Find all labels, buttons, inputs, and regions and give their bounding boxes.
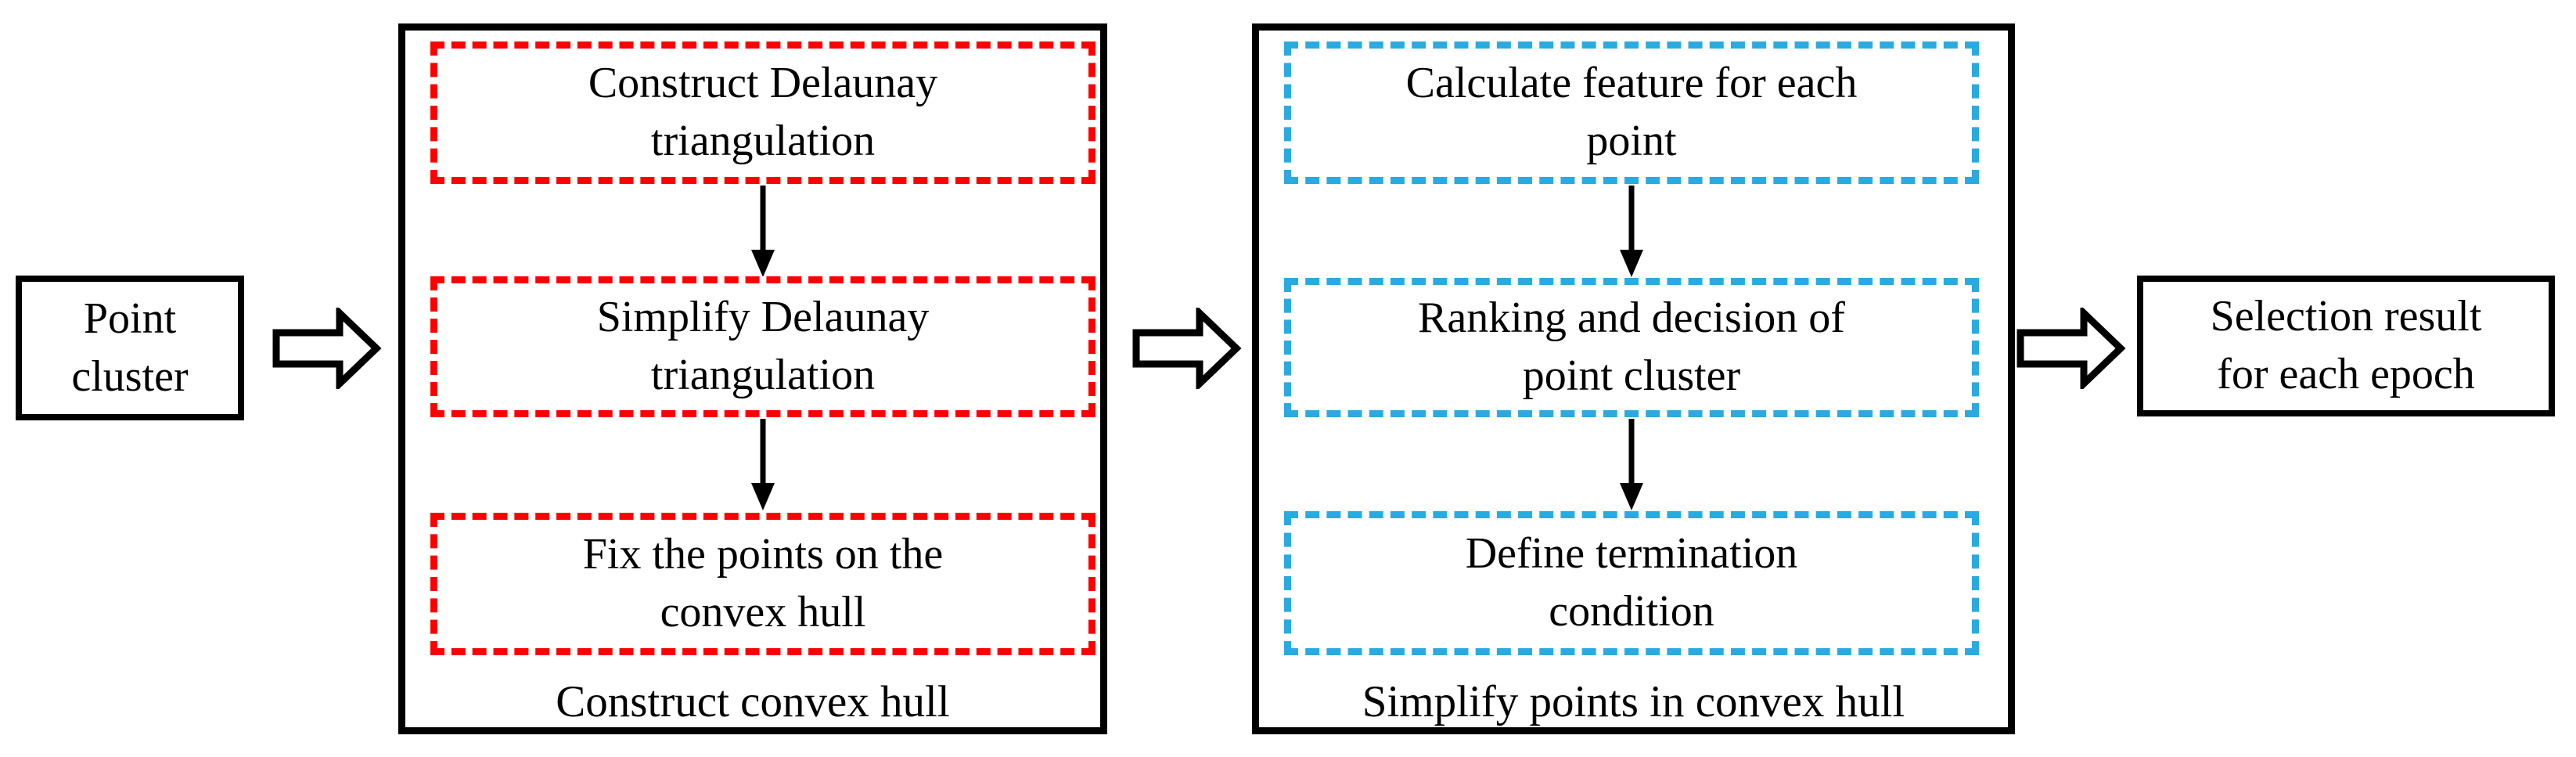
stage1-step3-label: Fix the points on the convex hull: [582, 530, 944, 636]
input-box: Point cluster: [16, 276, 244, 420]
down-arrow-icon: [1614, 186, 1649, 278]
stage1-step2-label: Simplify Delaunay triangulation: [596, 293, 930, 399]
flow-right-arrow-icon: [2017, 308, 2126, 389]
stage1-step1-label: Construct Delaunay triangulation: [588, 59, 938, 165]
stage2-step2-label: Ranking and decision of point cluster: [1418, 294, 1845, 400]
input-box-label: Point cluster: [71, 294, 189, 401]
flow-right-arrow-icon: [1132, 308, 1242, 389]
stage2-step2-box: Ranking and decision of point cluster: [1284, 278, 1979, 417]
flow-right-arrow-icon: [272, 308, 382, 389]
down-arrow-icon: [746, 419, 780, 511]
stage2-step3-box: Define termination condition: [1284, 511, 1979, 655]
stage1-step1-box: Construct Delaunay triangulation: [430, 41, 1096, 184]
output-box: Selection result for each epoch: [2137, 276, 2555, 416]
stage1-step3-box: Fix the points on the convex hull: [430, 513, 1096, 655]
stage1-title: Construct convex hull: [556, 677, 950, 726]
stage2-step1-label: Calculate feature for each point: [1405, 59, 1858, 165]
down-arrow-icon: [1614, 419, 1649, 511]
stage2-step3-label: Define termination condition: [1465, 529, 1798, 636]
stage2-step1-box: Calculate feature for each point: [1284, 41, 1979, 184]
stage2-title: Simplify points in convex hull: [1362, 677, 1905, 726]
output-box-label: Selection result for each epoch: [2210, 292, 2482, 398]
down-arrow-icon: [746, 186, 780, 278]
stage1-step2-box: Simplify Delaunay triangulation: [430, 276, 1096, 417]
